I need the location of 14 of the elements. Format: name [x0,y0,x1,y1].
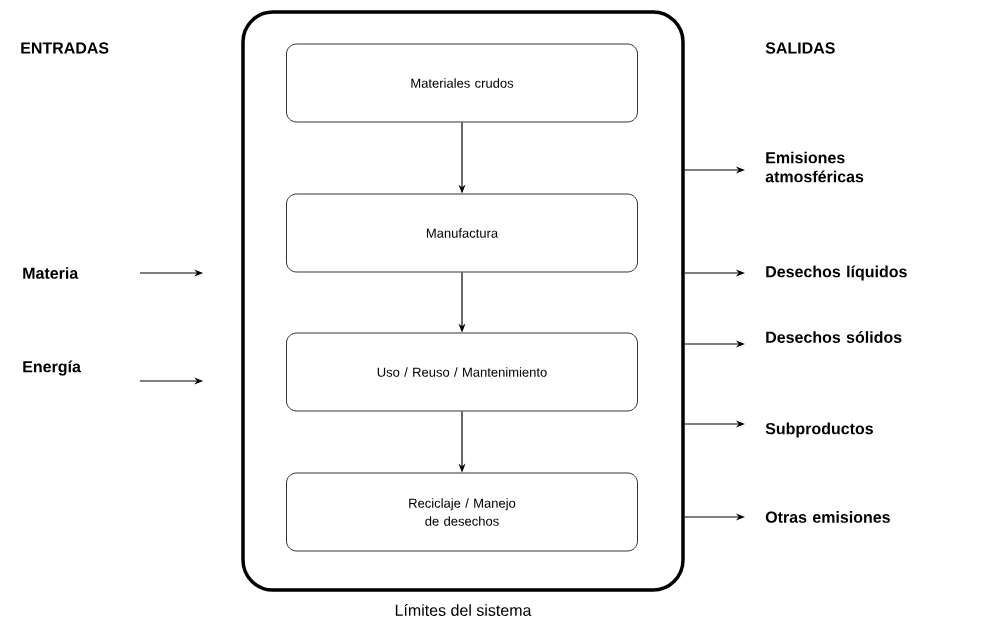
input-label: Materia [23,267,79,279]
output-label: Otras emisiones [765,511,890,523]
process-box: Reciclaje / Manejo de desechos [286,472,638,552]
process-box: Materiales crudos [286,43,638,123]
column-heading: ENTRADAS [21,42,109,54]
output-label: Desechos sólidos [766,331,902,343]
output-label: Desechos líquidos [766,265,907,281]
output-label: Subproductos [765,422,873,438]
input-label: Energía [23,360,81,376]
output-label: Emisiones atmosféricas [765,151,864,183]
column-heading: SALIDAS [765,42,835,54]
process-box: Manufactura [286,193,638,273]
process-box: Uso / Reuso / Mantenimiento [286,332,638,412]
boundary-label: Límites del sistema [395,604,532,616]
